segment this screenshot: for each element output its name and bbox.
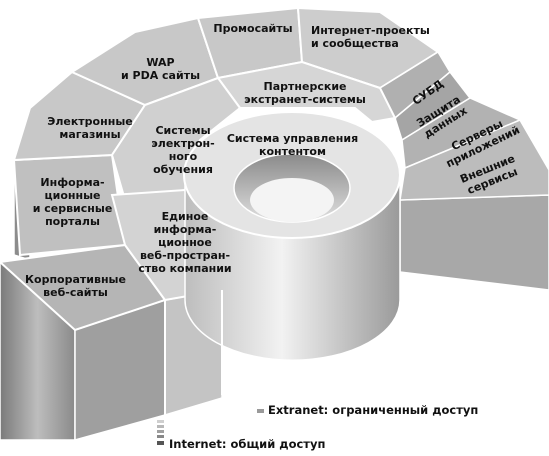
label-internet-projects: Интернет-проекты и сообщества [311, 24, 430, 50]
label-e-shops: Электронные магазины [47, 115, 133, 141]
label-e-learning: Системы электрон- ного обучения [151, 124, 215, 176]
label-corporate-sites: Корпоративные веб-сайты [25, 273, 126, 299]
right-block-side [399, 194, 549, 291]
label-wap-pda: WAP и PDA сайты [120, 56, 201, 82]
label-partner-extranet: Партнерские экстранет-системы [244, 80, 366, 106]
partner-extranet-top [216, 60, 397, 124]
external-services-top [399, 119, 549, 201]
legend-internet: Internet: общий доступ [169, 437, 326, 451]
label-info-space: Единое информа- ционное веб-простран- ст… [138, 210, 232, 275]
internet-marker [157, 420, 164, 445]
extranet-marker [257, 409, 264, 413]
label-cms: Система управления контентом [226, 132, 359, 158]
label-info-portals: Информа- ционные и сервисные порталы [32, 176, 113, 228]
label-promo-sites: Промосайты [213, 22, 293, 35]
legend-extranet: Extranet: ограниченный доступ [268, 403, 479, 417]
core-hole-floor [250, 178, 334, 222]
